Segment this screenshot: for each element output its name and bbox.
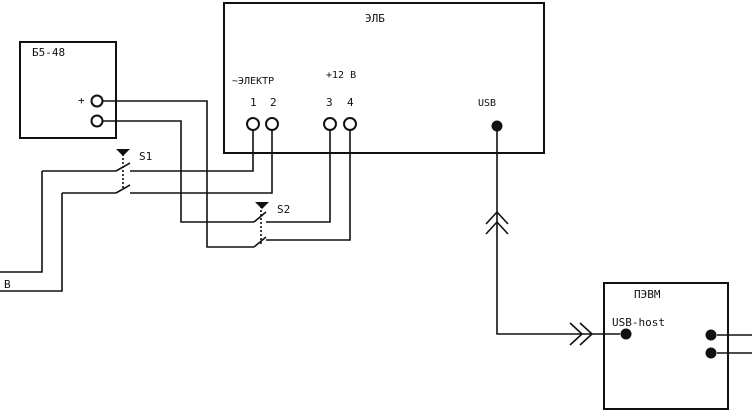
power-supply-terminal-minus [90, 114, 104, 128]
switch-s1-label: S1 [139, 150, 152, 163]
main-unit-block: ЭЛБ ~ЭЛЕКТР +12 В 1 2 3 4 USB [223, 2, 545, 154]
input-label: В [4, 278, 11, 291]
s1-contact-blade-bottom [115, 184, 131, 194]
s2-contact-blade-top [253, 211, 267, 223]
wire-usb-link [496, 131, 620, 335]
pin-4-terminal [343, 117, 357, 131]
main-unit-usb-terminal [491, 120, 503, 132]
main-unit-label: ЭЛБ [365, 12, 385, 25]
power-supply-plus-sign: + [78, 94, 85, 107]
switch-s2-label: S2 [277, 203, 290, 216]
main-unit-group-left-label: ~ЭЛЕКТР [232, 76, 274, 87]
wire-input-1 [0, 171, 43, 273]
wire-psu-plus-to-s2 [103, 100, 254, 248]
pin-3-terminal [323, 117, 337, 131]
pc-usb-terminal [620, 328, 632, 340]
usb-connector-icon-horizontal [569, 322, 594, 346]
power-supply-terminal-plus [90, 94, 104, 108]
pin-3-label: 3 [326, 96, 333, 109]
wire-s1-to-pin-1 [130, 130, 254, 172]
pin-1-terminal [246, 117, 260, 131]
wire-input-2 [0, 193, 63, 292]
pin-1-label: 1 [250, 96, 257, 109]
wire-s2-to-pin-4 [266, 130, 351, 241]
switch-s2: S2 [253, 202, 290, 248]
wire-s2-to-pin-3 [266, 130, 331, 223]
power-supply-block: Б5-48 + [19, 41, 117, 139]
main-unit-usb-label: USB [478, 98, 496, 109]
s1-push-button-icon [116, 149, 130, 156]
wire-s1-to-pin-2 [130, 130, 273, 194]
pc-block: ПЭВМ USB-host [603, 282, 729, 410]
pc-output-terminal-2 [705, 347, 717, 359]
pin-4-label: 4 [347, 96, 354, 109]
pin-2-terminal [265, 117, 279, 131]
pc-usb-label: USB-host [612, 316, 665, 329]
switch-s1: S1 [42, 149, 152, 194]
pc-box [603, 282, 729, 410]
pc-output-terminal-1 [705, 329, 717, 341]
power-supply-label: Б5-48 [32, 46, 65, 59]
s2-push-button-icon [255, 202, 269, 209]
main-unit-group-right-label: +12 В [326, 70, 356, 81]
pin-2-label: 2 [270, 96, 277, 109]
s2-contact-blade-bottom [253, 236, 267, 248]
pc-label: ПЭВМ [634, 288, 661, 301]
usb-connector-icon-vertical [485, 210, 509, 235]
